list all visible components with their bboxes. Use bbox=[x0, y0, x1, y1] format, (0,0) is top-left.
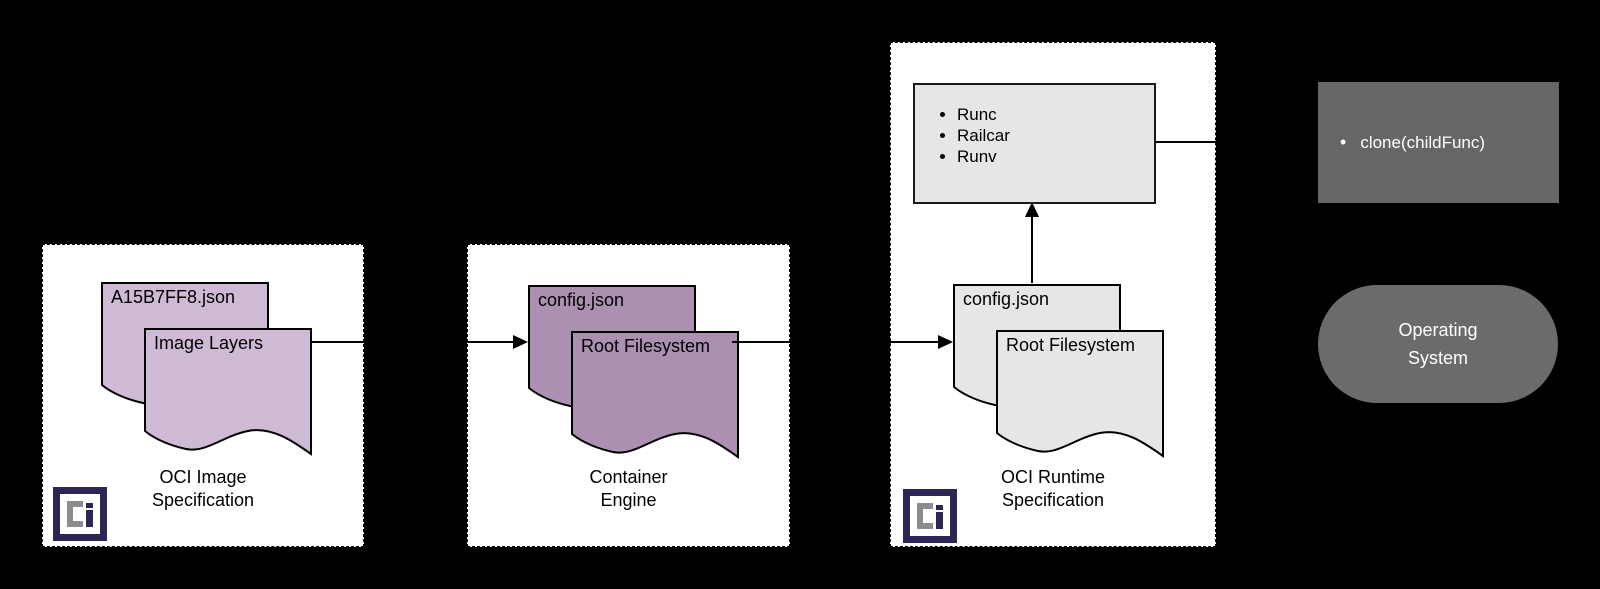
arrowhead-into-runtimes bbox=[1025, 202, 1039, 217]
document-shape bbox=[571, 331, 739, 459]
oci-logo-icon bbox=[903, 489, 957, 543]
runtime-item-railcar: Railcar bbox=[957, 125, 1154, 146]
doc-label-manifest: A15B7FF8.json bbox=[111, 287, 236, 307]
oci-logo-inner bbox=[910, 496, 950, 536]
caption-line: OCI Image bbox=[159, 467, 247, 487]
caption-line: Engine bbox=[600, 490, 657, 510]
bullet-icon: • bbox=[1340, 132, 1347, 152]
oci-logo-icon bbox=[53, 487, 107, 541]
caption-oci-runtime-spec: OCI Runtime Specification bbox=[891, 466, 1215, 512]
arrowhead-into-runtime bbox=[938, 335, 953, 349]
panel-oci-runtime-spec: Runc Railcar Runv config.json Root Files… bbox=[890, 42, 1216, 547]
doc-label-root-filesystem: Root Filesystem bbox=[581, 336, 711, 356]
doc-label-root-filesystem: Root Filesystem bbox=[1006, 335, 1136, 355]
doc-group-runtime: config.json Root Filesystem bbox=[953, 284, 1165, 460]
oci-logo-i-glyph bbox=[86, 503, 93, 527]
os-label-line: Operating bbox=[1398, 320, 1478, 340]
runtimes-box: Runc Railcar Runv bbox=[913, 83, 1156, 204]
arrowhead-into-engine bbox=[513, 335, 528, 349]
document-shape bbox=[996, 330, 1164, 458]
clone-childfunc-box: • clone(childFunc) bbox=[1318, 82, 1559, 203]
document-shape bbox=[144, 328, 312, 456]
document-root-filesystem: Root Filesystem bbox=[571, 331, 739, 459]
caption-line: Container bbox=[589, 467, 668, 487]
doc-label-image-layers: Image Layers bbox=[154, 333, 264, 353]
operating-system-shape: Operating System bbox=[1318, 285, 1558, 403]
panel-oci-image-spec: A15B7FF8.json Image Layers OCI Image Spe… bbox=[42, 244, 364, 547]
oci-logo-c-glyph bbox=[917, 503, 933, 529]
oci-logo-i-glyph bbox=[936, 505, 943, 529]
panel-container-engine: config.json Root Filesystem Container En… bbox=[467, 244, 790, 547]
caption-line: Specification bbox=[1001, 490, 1105, 510]
caption-line: OCI Runtime bbox=[1000, 467, 1106, 487]
os-label-line: System bbox=[1407, 348, 1468, 368]
caption-container-engine: Container Engine bbox=[468, 466, 789, 512]
oci-logo-c-glyph bbox=[67, 501, 83, 527]
doc-group-engine: config.json Root Filesystem bbox=[528, 285, 740, 461]
clone-childfunc-label: clone(childFunc) bbox=[1360, 132, 1486, 152]
runtime-item-runv: Runv bbox=[957, 146, 1154, 167]
connector-runtimes-to-clone bbox=[1155, 141, 1318, 143]
document-root-filesystem: Root Filesystem bbox=[996, 330, 1164, 458]
doc-group-image-spec: A15B7FF8.json Image Layers bbox=[101, 282, 313, 458]
runtime-item-runc: Runc bbox=[957, 104, 1154, 125]
connector-image-to-engine bbox=[310, 341, 515, 343]
connector-engine-to-runtime bbox=[732, 341, 940, 343]
oci-logo-inner bbox=[60, 494, 100, 534]
connector-config-to-runtimes bbox=[1031, 216, 1033, 283]
caption-oci-image-spec: OCI Image Specification bbox=[43, 466, 363, 512]
document-image-layers: Image Layers bbox=[144, 328, 312, 456]
caption-line: Specification bbox=[151, 490, 255, 510]
doc-label-config-json: config.json bbox=[963, 289, 1050, 309]
doc-label-config-json: config.json bbox=[538, 290, 625, 310]
runtimes-list: Runc Railcar Runv bbox=[915, 104, 1154, 167]
